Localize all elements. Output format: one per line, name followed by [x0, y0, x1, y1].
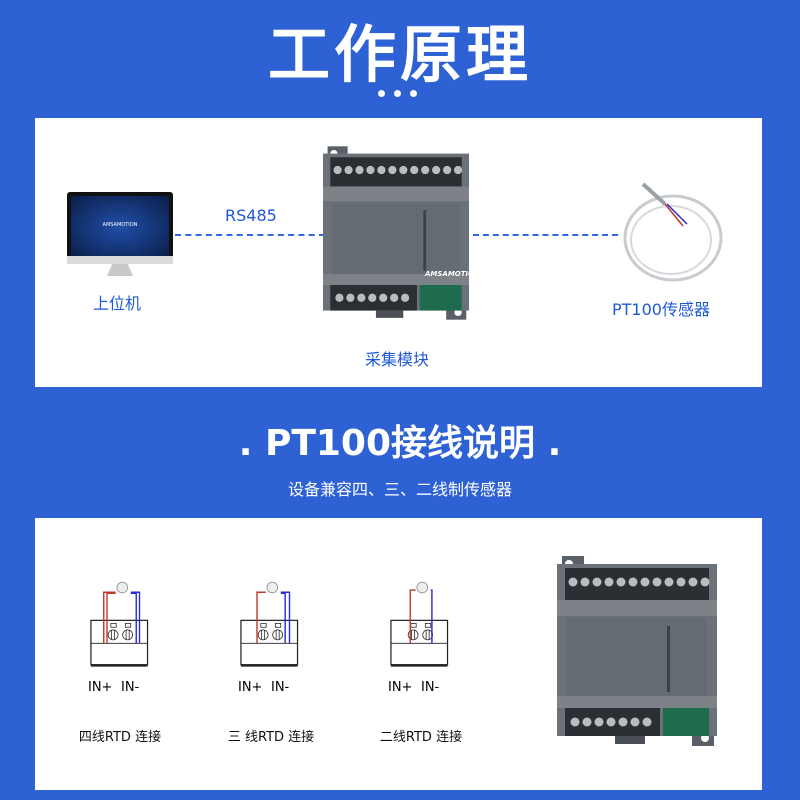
- two-wire-caption: 二线RTD 连接: [379, 730, 463, 745]
- module-photo: [557, 556, 717, 746]
- acquisition-module-image: [323, 142, 469, 324]
- sensor-label: PT100传感器: [612, 300, 710, 319]
- two-wire-diagram: IN+ IN-: [375, 576, 465, 706]
- three-wire-terminal: [225, 576, 315, 706]
- computer-brand: AMSAMOTION: [71, 196, 169, 258]
- sensor-link-line: [473, 234, 618, 236]
- rs485-link-line: [175, 234, 325, 236]
- rs485-label: RS485: [225, 206, 277, 225]
- wiring-title: . PT100接线说明 .: [238, 423, 562, 464]
- computer-label: 上位机: [93, 294, 142, 313]
- working-principle-panel: AMSAMOTION 上位机 RS485 AMSAMOTION 采集模块 PT1…: [35, 118, 762, 387]
- computer-image: AMSAMOTION: [67, 192, 173, 278]
- four-wire-in-plus: IN+: [88, 680, 113, 695]
- title-dots: [378, 90, 417, 97]
- page-title: 工作原理: [267, 18, 532, 91]
- two-wire-terminal: [375, 576, 465, 706]
- three-wire-in-plus: IN+: [238, 680, 263, 695]
- two-wire-in-plus: IN+: [388, 680, 413, 695]
- pt100-sensor-image: [623, 182, 723, 282]
- four-wire-terminal: [75, 576, 165, 706]
- three-wire-in-minus: IN-: [271, 680, 290, 695]
- four-wire-in-minus: IN-: [121, 680, 140, 695]
- wiring-panel: IN+ IN- 四线RTD 连接 IN+ IN- 三 线RTD 连接 IN+ I…: [35, 518, 762, 790]
- two-wire-in-minus: IN-: [421, 680, 440, 695]
- wiring-subtitle: 设备兼容四、三、二线制传感器: [287, 480, 512, 499]
- module-label: 采集模块: [365, 350, 430, 369]
- four-wire-caption: 四线RTD 连接: [78, 730, 162, 745]
- four-wire-diagram: IN+ IN-: [75, 576, 165, 706]
- module-brand: AMSAMOTION: [425, 270, 480, 278]
- three-wire-caption: 三 线RTD 连接: [227, 730, 315, 745]
- three-wire-diagram: IN+ IN-: [225, 576, 315, 706]
